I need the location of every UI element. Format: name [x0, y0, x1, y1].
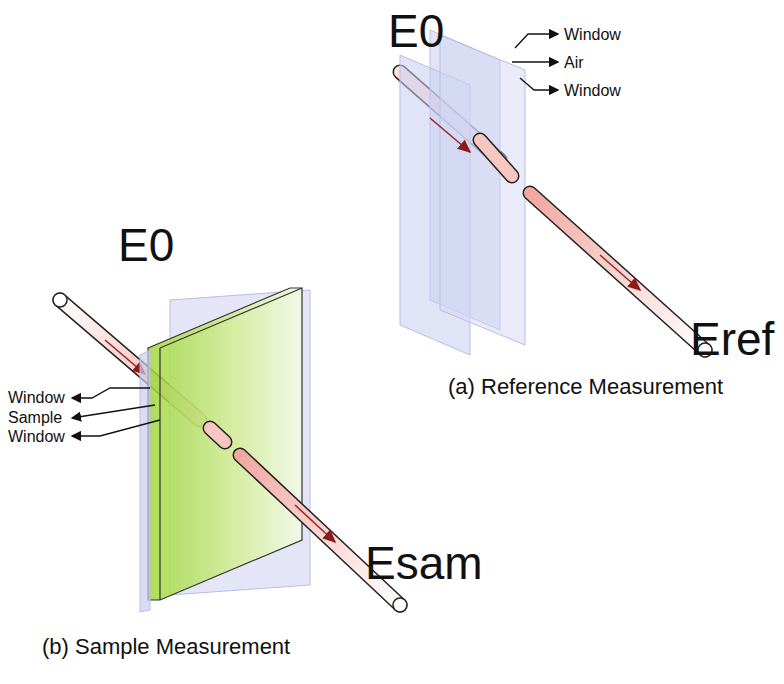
- layer-label: Window: [8, 390, 65, 406]
- layer-label: Window: [564, 83, 621, 99]
- layer-label: Air: [564, 55, 584, 71]
- field-symbol: Esam: [365, 540, 483, 586]
- layer-label: Window: [564, 27, 621, 43]
- field-symbol: Eref: [690, 316, 774, 362]
- layer-label: Window: [8, 429, 65, 445]
- panel-caption: (b) Sample Measurement: [42, 636, 290, 658]
- field-symbol: E0: [388, 8, 444, 54]
- panel-caption: (a) Reference Measurement: [448, 376, 723, 398]
- field-symbol: E0: [118, 222, 174, 268]
- layer-label: Sample: [8, 410, 62, 426]
